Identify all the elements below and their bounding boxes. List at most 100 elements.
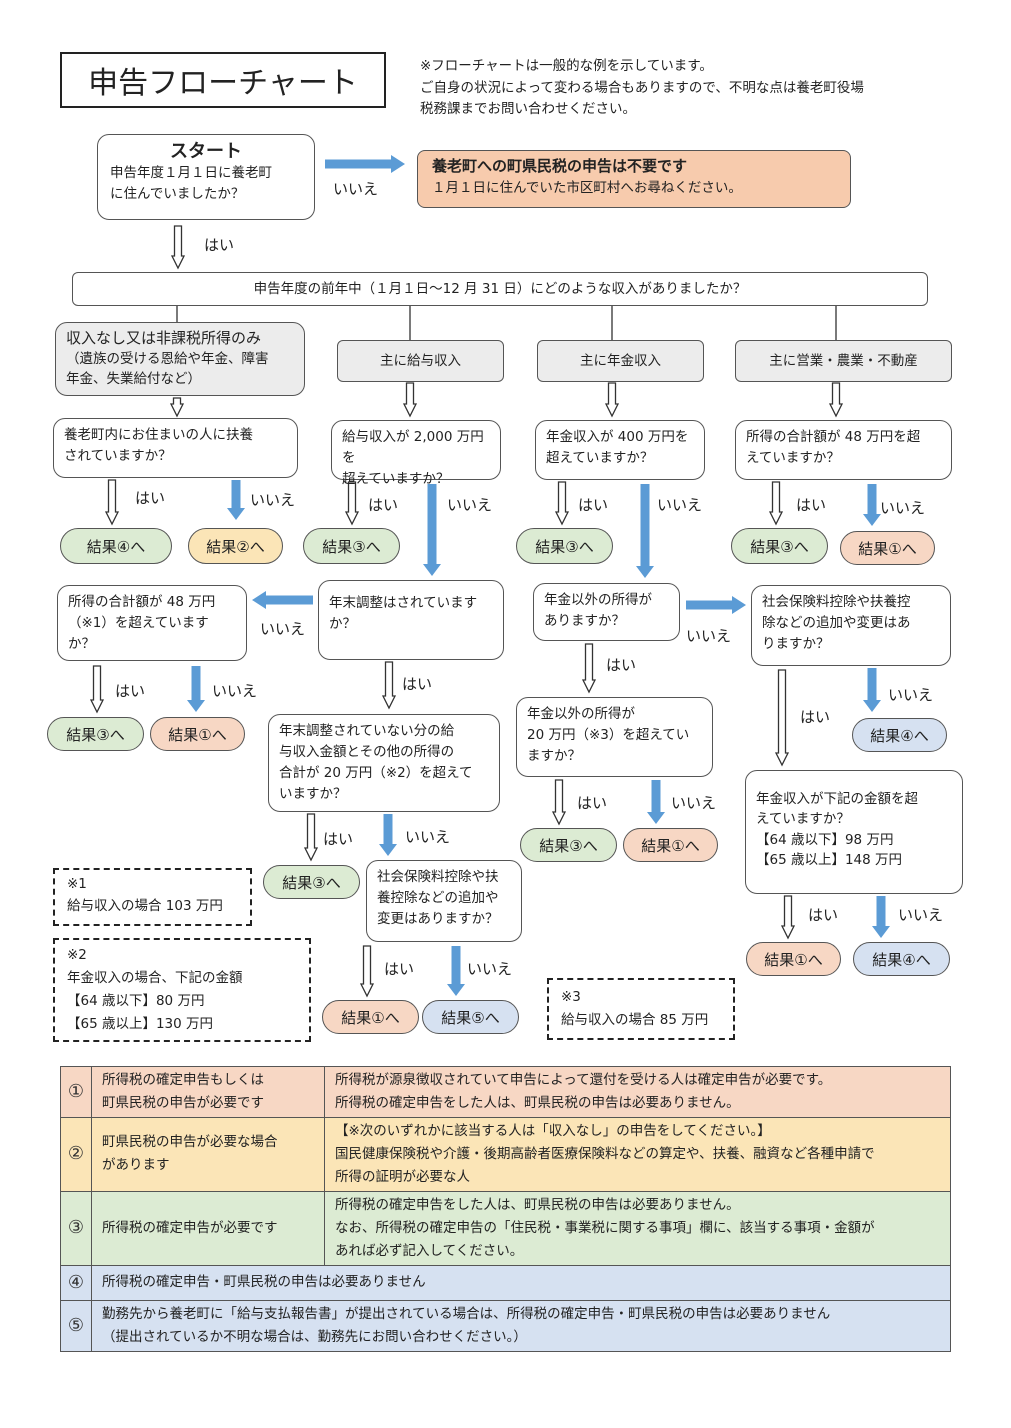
- label-yes-8: はい: [402, 675, 433, 693]
- legend-number: ④: [60, 1264, 92, 1302]
- label-no-5: いいえ: [260, 620, 306, 638]
- no-filing-box: 養老町への町県民税の申告は不要です １月１日に住んでいた市区町村へお尋ねください…: [417, 150, 851, 208]
- arrow-inc48-no: [187, 666, 205, 712]
- arrow-penamt-no: [872, 896, 890, 938]
- arrow-pen-yes: [554, 481, 570, 526]
- arrow-pen-no: [636, 484, 654, 578]
- arrow-yearend-no: [252, 591, 313, 609]
- label-yes-4: はい: [796, 496, 827, 514]
- question-salary-2000: 給与収入が 2,000 万円を 超えていますか？: [331, 420, 501, 487]
- question-social-insurance-1: 社会保険料控除や扶養控 除などの追加や変更はあ りますか？: [751, 585, 951, 666]
- arrow-inc48-yes: [89, 665, 105, 714]
- result-3-b: 結果③へ: [303, 528, 400, 564]
- label-no-1: いいえ: [250, 491, 296, 509]
- label-no-12: いいえ: [405, 828, 451, 846]
- label-no-4: いいえ: [880, 499, 926, 517]
- arrow-soc1-yes: [774, 669, 790, 767]
- legend-number: ⑤: [60, 1300, 92, 1352]
- label-yes-1: はい: [135, 489, 166, 507]
- legend-text: 【※次のいずれかに該当する人は「収入なし」の申告をしてください。】 国民健康保険…: [324, 1116, 951, 1192]
- start-box: スタート 申告年度１月１日に養老町 に住んでいましたか？: [97, 134, 315, 220]
- no-filing-title: 養老町への町県民税の申告は不要です: [432, 157, 688, 175]
- label-yes-10: はい: [800, 708, 831, 726]
- arrow-bus-yes: [768, 481, 784, 526]
- label-no-9: いいえ: [888, 686, 934, 704]
- label-no-11: いいえ: [671, 794, 717, 812]
- arrow-bus-no: [863, 484, 881, 526]
- question-not-adjusted-20: 年末調整されていない分の給 与収入金額とその他の所得の 合計が 20 万円（※2…: [268, 714, 500, 812]
- start-question: 申告年度１月１日に養老町 に住んでいましたか？: [110, 164, 272, 202]
- label-no-7: いいえ: [212, 682, 258, 700]
- label-yes-11: はい: [577, 794, 608, 812]
- result-3-a: 結果④へ: [60, 528, 172, 564]
- arrow-soc2-no: [447, 946, 465, 996]
- label-yes-2: はい: [368, 496, 399, 514]
- income-question-box: 申告年度の前年中（１月１日～12 月 31 日）にどのような収入がありましたか？: [72, 272, 928, 306]
- page-title: 申告フローチャート: [60, 52, 386, 108]
- arrow-soc2-yes: [359, 945, 375, 998]
- result-3-f: 結果③へ: [520, 828, 617, 862]
- legend-number: ③: [60, 1190, 92, 1266]
- question-dependent: 養老町内にお住まいの人に扶養 されていますか？: [53, 418, 298, 478]
- arrow-yearend-yes: [381, 661, 397, 710]
- arrow-none: [169, 397, 185, 418]
- category-none-title: 収入なし又は非課税所得のみ: [66, 329, 262, 347]
- legend-text: 所得税の確定申告・町県民税の申告は必要ありません: [91, 1264, 951, 1302]
- question-pension-amount: 年金収入が下記の金額を超 えていますか？ 【64 歳以下】98 万円 【65 歳…: [745, 770, 963, 894]
- legend-label: 所得税の確定申告が必要です: [91, 1190, 325, 1266]
- category-none: 収入なし又は非課税所得のみ （遺族の受ける恩給や年金、障害 年金、失業給付など）: [55, 322, 305, 396]
- result-3-g: 結果③へ: [263, 865, 360, 899]
- arrow-start-no: [325, 155, 405, 173]
- arrow-sal-no: [423, 484, 441, 576]
- page-title-text: 申告フローチャート: [88, 66, 358, 101]
- result-1-c: 結果①へ: [623, 828, 718, 862]
- arrow-soc1-no: [863, 668, 881, 712]
- label-no-14: いいえ: [467, 960, 513, 978]
- category-pension: 主に年金収入: [537, 340, 704, 382]
- no-filing-text: １月１日に住んでいた市区町村へお尋ねください。: [432, 180, 742, 197]
- start-title: スタート: [170, 141, 242, 162]
- arrow-other20-no: [647, 780, 665, 824]
- arrow-salary: [402, 382, 418, 418]
- label-yes-12: はい: [323, 830, 354, 848]
- arrow-notadj-yes: [303, 813, 319, 862]
- arrow-business: [828, 382, 844, 418]
- question-other-20: 年金以外の所得が 20 万円（※3）を超えてい ますか？: [516, 697, 713, 777]
- connector-lines: [176, 305, 837, 340]
- legend-label: 所得税の確定申告もしくは 町県民税の申告が必要です: [91, 1066, 325, 1118]
- legend-text: 所得税が源泉徴収されていて申告によって還付を受ける人は確定申告が必要です。 所得…: [324, 1066, 951, 1118]
- category-business-text: 主に営業・農業・不動産: [769, 352, 918, 369]
- label-no-2: いいえ: [447, 496, 493, 514]
- arrow-other-yes: [581, 643, 597, 694]
- label-no-13: いいえ: [898, 906, 944, 924]
- question-social-insurance-2: 社会保険料控除や扶 養控除などの追加や 変更はありますか？: [366, 860, 522, 942]
- note-1: ※1 給与収入の場合 103 万円: [53, 868, 252, 926]
- result-2-a: 結果②へ: [188, 528, 283, 564]
- legend-number: ①: [60, 1066, 92, 1118]
- result-4-b: 結果④へ: [853, 942, 950, 976]
- question-other-income: 年金以外の所得が ありますか？: [533, 583, 680, 641]
- arrow-dep-yes: [104, 479, 120, 526]
- label-yes-7: はい: [115, 682, 146, 700]
- arrow-start-yes: [170, 225, 186, 270]
- result-3-c: 結果③へ: [516, 528, 613, 564]
- category-pension-text: 主に年金収入: [580, 352, 661, 369]
- arrow-sal-yes: [344, 481, 360, 526]
- category-salary-text: 主に給与収入: [380, 352, 461, 369]
- result-1-d: 結果①へ: [746, 942, 841, 976]
- label-yes-14: はい: [384, 960, 415, 978]
- legend-text: 所得税の確定申告をした人は、町県民税の申告は必要ありません。 なお、所得税の確定…: [324, 1190, 951, 1266]
- note-3: ※3 給与収入の場合 85 万円: [547, 978, 735, 1040]
- legend-label: 町県民税の申告が必要な場合 があります: [91, 1116, 325, 1192]
- category-business: 主に営業・農業・不動産: [735, 340, 952, 382]
- result-3-e: 結果③へ: [47, 717, 144, 751]
- result-1-b: 結果①へ: [150, 717, 245, 751]
- label-no-start: いいえ: [333, 180, 379, 198]
- income-question-text: 申告年度の前年中（１月１日～12 月 31 日）にどのような収入がありましたか？: [253, 280, 747, 297]
- label-yes-9: はい: [606, 656, 637, 674]
- category-none-text: （遺族の受ける恩給や年金、障害 年金、失業給付など）: [66, 351, 269, 387]
